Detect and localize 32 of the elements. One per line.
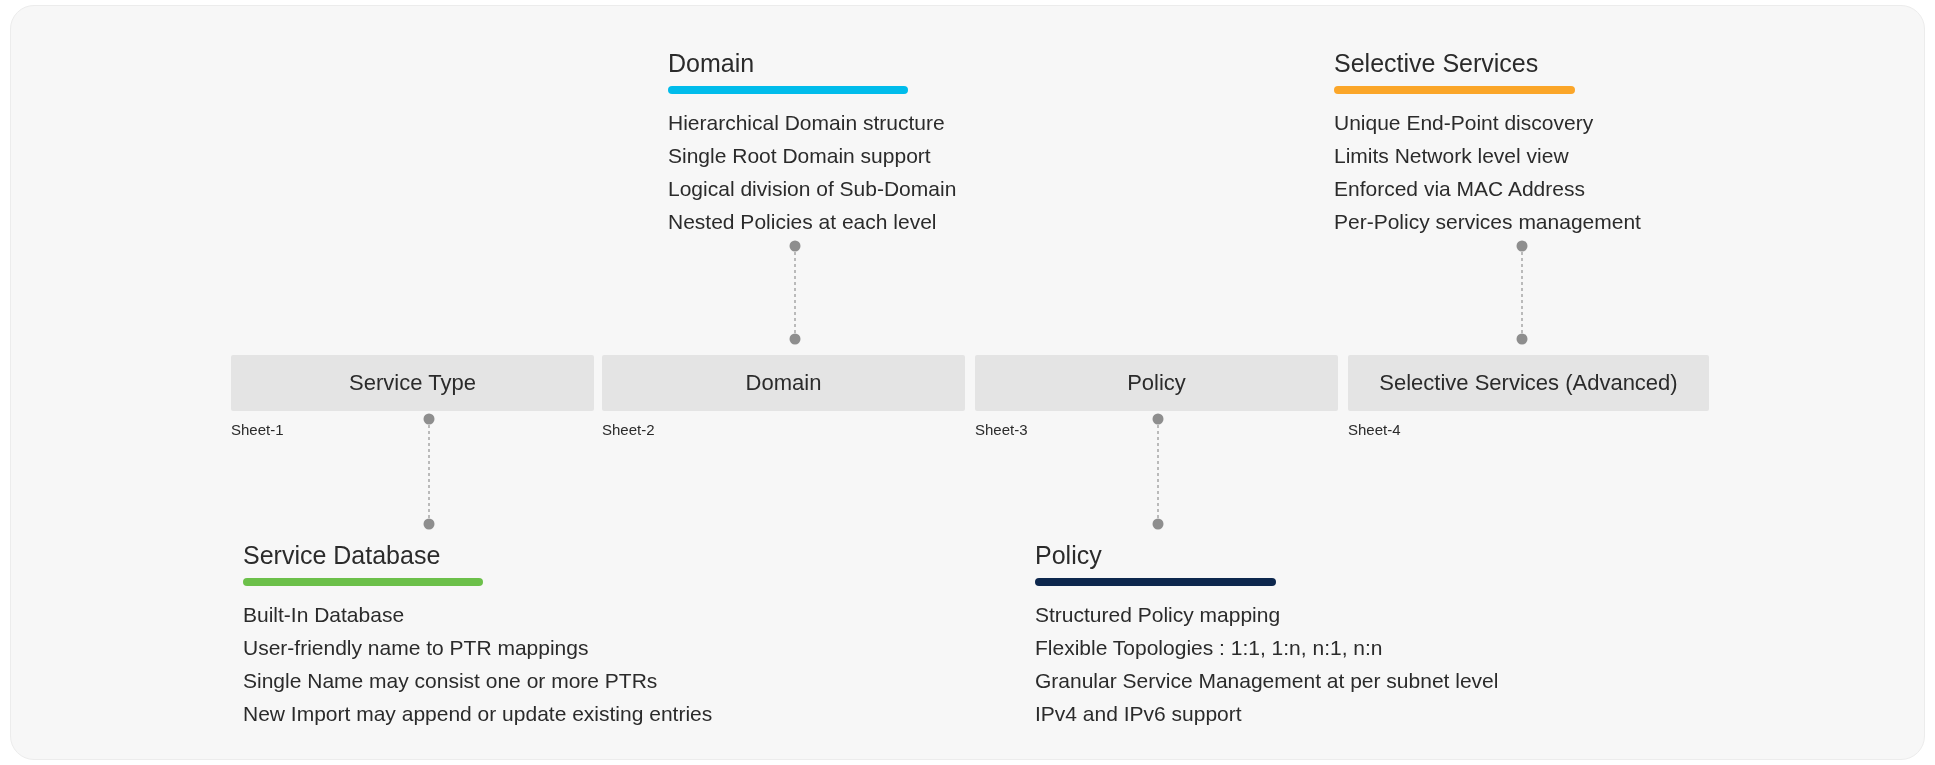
sheet-label: Sheet-2 <box>602 421 655 438</box>
section-heading: Domain <box>668 48 755 78</box>
feature-text: Nested Policies at each level <box>668 209 937 235</box>
feature-text: IPv4 and IPv6 support <box>1035 701 1242 727</box>
feature-text: Flexible Topologies : 1:1, 1:n, n:1, n:n <box>1035 635 1383 661</box>
feature-text: Structured Policy mapping <box>1035 602 1281 628</box>
process-box: Policy <box>975 355 1338 411</box>
feature-text: Unique End-Point discovery <box>1334 110 1594 136</box>
process-box: Domain <box>602 355 965 411</box>
feature-text: Granular Service Management at per subnet level <box>1035 668 1499 694</box>
sheet-label: Sheet-4 <box>1348 421 1401 438</box>
feature-text: Per-Policy services management <box>1334 209 1641 235</box>
feature-text: Hierarchical Domain structure <box>668 110 945 136</box>
feature-text: Logical division of Sub-Domain <box>668 176 957 202</box>
feature-text: Single Name may consist one or more PTRs <box>243 668 658 694</box>
section-heading: Service Database <box>243 540 441 570</box>
leader-line <box>423 413 435 530</box>
leader-line <box>789 240 801 345</box>
sheet-label: Sheet-3 <box>975 421 1028 438</box>
sheet-label: Sheet-1 <box>231 421 284 438</box>
feature-text: User-friendly name to PTR mappings <box>243 635 589 661</box>
section-heading: Policy <box>1035 540 1102 570</box>
feature-text: Single Root Domain support <box>668 143 931 169</box>
process-box: Service Type <box>231 355 594 411</box>
feature-text: New Import may append or update existing entries <box>243 701 713 727</box>
feature-text: Limits Network level view <box>1334 143 1569 169</box>
process-box: Selective Services (Advanced) <box>1348 355 1709 411</box>
feature-text: Enforced via MAC Address <box>1334 176 1585 202</box>
leader-line <box>1516 240 1528 345</box>
leader-line <box>1152 413 1164 530</box>
feature-text: Built-In Database <box>243 602 405 628</box>
section-heading: Selective Services <box>1334 48 1539 78</box>
